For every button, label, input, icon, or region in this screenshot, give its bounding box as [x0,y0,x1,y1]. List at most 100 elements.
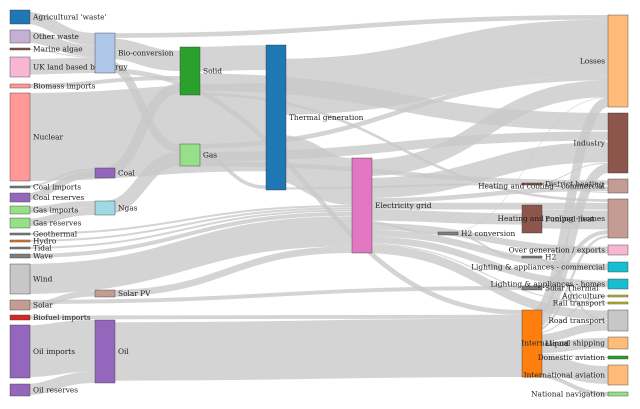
label-thermal: Thermal generation [289,113,364,122]
node-wave [9,253,31,259]
label-agric: Agriculture [561,292,605,301]
label-solar: Solar [33,301,53,310]
node-domav [607,355,629,360]
label-intship: International shipping [521,339,605,348]
label-hcc: Heating and cooling - commercial [478,182,606,191]
label-oilimp: Oil imports [33,347,75,356]
label-oil: Oil [118,347,129,356]
label-h2: H2 [545,253,556,262]
link-solarpv-to-grid [102,246,353,297]
node-ukland [9,56,31,78]
node-tidal [9,246,31,250]
label-road: Road transport [548,316,605,325]
node-bioimp [9,83,31,89]
label-hydro: Hydro [33,237,57,246]
node-oil [94,319,116,384]
node-nuclear [9,92,31,182]
label-solarth: Solar Thermal [545,284,599,293]
link-hydro-to-grid [17,207,353,242]
node-h2 [521,255,543,259]
node-district [521,182,543,186]
label-grid: Electricity grid [375,201,432,210]
node-intav [607,364,629,386]
label-losses: Losses [580,57,605,66]
node-solarth [521,285,543,291]
link-wind-to-grid [17,216,353,294]
link-h2conv-to-losses [445,97,609,233]
node-liquid [521,309,543,378]
link-liquid-to-industry [528,163,610,332]
label-bioimp: Biomass imports [33,82,96,91]
label-ukland: UK land based bioenergy [33,63,128,72]
label-h2conv: H2 conversion [461,229,516,238]
link-wave-to-grid [17,211,353,258]
node-coalimp [9,185,31,189]
node-thermal [265,44,287,191]
label-domav: Domestic aviation [538,353,606,362]
label-nuclear: Nuclear [33,133,64,142]
label-biofimp: Biofuel imports [33,313,91,322]
node-road [607,309,629,332]
label-hch: Heating and cooling - homes [498,214,606,223]
node-otherw [9,29,31,44]
label-pumped: Pumped heat [545,215,594,224]
node-biofimp [9,314,31,321]
node-agric [607,294,629,298]
node-grid [351,157,373,254]
label-gasres: Gas reserves [33,219,82,228]
link-liquid-to-losses [528,97,610,321]
node-pumped [521,204,543,234]
node-lah [607,278,629,290]
link-h2-to-road [529,256,609,323]
label-gasimp: Gas imports [33,206,79,215]
node-hcc [607,178,629,194]
link-gas-to-losses [187,75,609,149]
node-industry [607,112,629,174]
label-liquid: Liquid [545,339,569,348]
node-hydro [9,239,31,243]
label-ngas: Ngas [118,204,138,213]
node-marine [9,47,31,51]
node-hch [607,198,629,239]
label-geo: Geothermal [33,230,78,239]
label-lah: Lighting & appliances - homes [490,280,605,289]
label-district: District heating [545,180,604,189]
link-grid-to-losses [359,80,609,177]
label-tidal: Tidal [33,244,52,253]
label-agri: Agricultural 'waste' [32,13,107,22]
link-tidal-to-grid [17,209,353,249]
node-gasres [9,217,31,229]
link-gas-to-industry [187,131,609,162]
label-oilres: Oil reserves [33,386,78,395]
link-thermal-to-losses [273,19,609,115]
label-industry: Industry [573,139,605,148]
link-grid-to-hcc [359,186,609,203]
label-solarpv: Solar PV [118,289,151,298]
label-bioconv: Bio-conversion [118,49,174,58]
link-geo-to-grid [17,205,353,235]
node-rail [607,301,629,305]
link-grid-to-rail [359,242,609,304]
node-wind [9,263,31,295]
node-h2conv [437,231,459,236]
link-grid-to-pumped [359,209,523,225]
link-solar-to-solarth [17,286,523,304]
label-gas: Gas [203,151,217,160]
label-solid: Solid [203,67,222,76]
node-gas [179,143,201,167]
node-intship [607,336,629,350]
label-lac: Lighting & appliances - commercial [471,263,606,272]
label-intav: International aviation [524,371,606,380]
node-solarpv [94,289,116,298]
flow-links [17,10,610,396]
node-coalres [9,192,31,203]
node-geo [9,232,31,236]
label-coal: Coal [118,169,136,178]
node-losses [607,14,629,108]
label-natnav: National navigation [531,390,605,399]
node-gasimp [9,205,31,215]
label-wind: Wind [33,275,53,284]
node-bioconv [94,32,116,74]
